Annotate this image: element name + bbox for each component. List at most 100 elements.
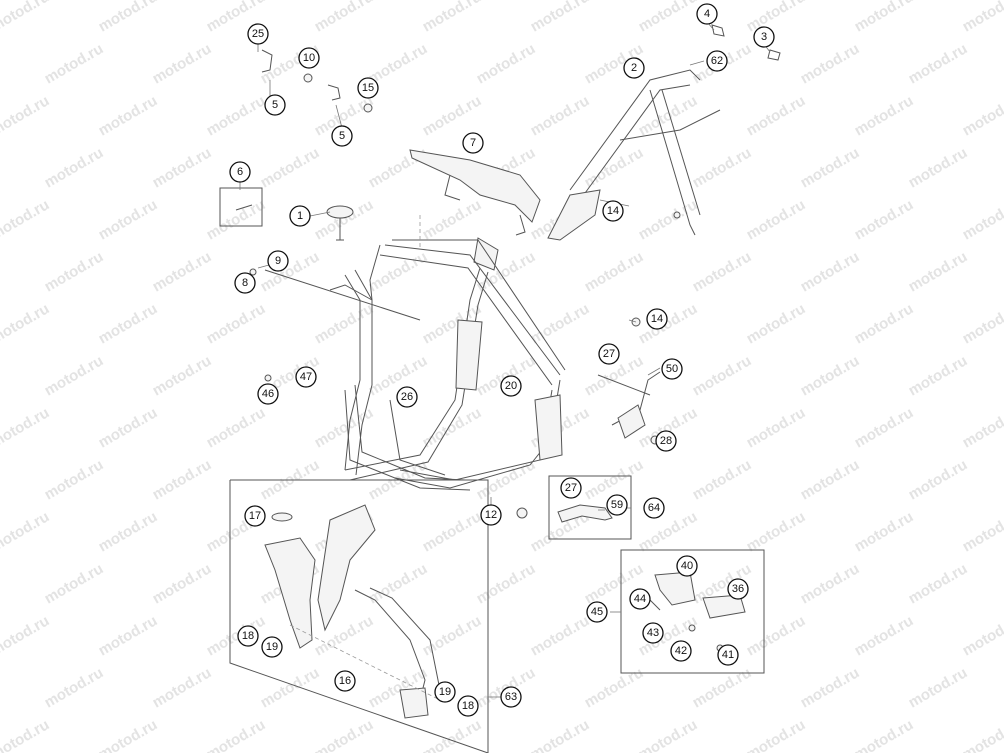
watermark-text: motod.ru xyxy=(906,144,971,191)
callout-36: 36 xyxy=(727,578,749,600)
callout-circle xyxy=(247,23,269,45)
callout-label: 41 xyxy=(722,649,734,661)
box-64 xyxy=(548,475,632,540)
callout-circle xyxy=(298,47,320,69)
watermark-text: motod.ru xyxy=(420,404,485,451)
callout-circle xyxy=(629,588,651,610)
watermark-text: motod.ru xyxy=(0,404,52,451)
callout-circle xyxy=(727,578,749,600)
watermark-text: motod.ru xyxy=(0,0,52,35)
callout-64: 64 xyxy=(643,497,665,519)
watermark-text: motod.ru xyxy=(0,300,52,347)
watermark-text: motod.ru xyxy=(0,716,52,753)
callout-label: 9 xyxy=(275,255,281,267)
callout-19: 19 xyxy=(434,681,456,703)
callout-circle xyxy=(661,358,683,380)
watermark-text: motod.ru xyxy=(312,404,377,451)
callout-circle xyxy=(264,94,286,116)
watermark-text: motod.ru xyxy=(528,300,593,347)
callout-circle xyxy=(500,375,522,397)
watermark-text: motod.ru xyxy=(852,612,917,659)
watermark-text: motod.ru xyxy=(744,92,809,139)
callout-8: 8 xyxy=(234,272,256,294)
callout-circle xyxy=(676,555,698,577)
callout-label: 64 xyxy=(648,502,660,514)
callout-17: 17 xyxy=(244,505,266,527)
callout-label: 6 xyxy=(237,166,243,178)
callout-label: 26 xyxy=(401,391,413,403)
callout-6: 6 xyxy=(229,161,251,183)
callout-circle xyxy=(267,250,289,272)
callout-7: 7 xyxy=(462,132,484,154)
callout-59: 59 xyxy=(606,494,628,516)
callout-label: 16 xyxy=(339,675,351,687)
watermark-text: motod.ru xyxy=(0,508,52,555)
callout-label: 2 xyxy=(631,62,637,74)
callout-circle xyxy=(334,670,356,692)
watermark-text: motod.ru xyxy=(636,0,701,35)
watermark-text: motod.ru xyxy=(528,612,593,659)
watermark-text: motod.ru xyxy=(96,300,161,347)
watermark-text: motod.ru xyxy=(906,40,971,87)
watermark-text: motod.ru xyxy=(420,612,485,659)
callout-45: 45 xyxy=(586,601,608,623)
callout-25: 25 xyxy=(247,23,269,45)
watermark-text: motod.ru xyxy=(150,248,215,295)
callout-circle xyxy=(623,57,645,79)
watermark-text: motod.ru xyxy=(312,0,377,35)
callout-circle xyxy=(331,125,353,147)
watermark-text: motod.ru xyxy=(258,248,323,295)
watermark-text: motod.ru xyxy=(204,92,269,139)
watermark-text: motod.ru xyxy=(0,196,52,243)
callout-circle xyxy=(717,644,739,666)
callout-label: 27 xyxy=(603,348,615,360)
watermark-text: motod.ru xyxy=(150,664,215,711)
callout-label: 43 xyxy=(647,627,659,639)
callout-3: 3 xyxy=(753,26,775,48)
callout-2: 2 xyxy=(623,57,645,79)
callout-41: 41 xyxy=(717,644,739,666)
watermark-text: motod.ru xyxy=(312,196,377,243)
callout-circle xyxy=(643,497,665,519)
watermark-text: motod.ru xyxy=(798,248,863,295)
callout-label: 45 xyxy=(591,606,603,618)
callout-label: 10 xyxy=(303,52,315,64)
callout-label: 12 xyxy=(485,509,497,521)
callout-circle xyxy=(606,494,628,516)
callout-label: 40 xyxy=(681,560,693,572)
box-63 xyxy=(229,479,489,753)
callout-26: 26 xyxy=(396,386,418,408)
callout-14: 14 xyxy=(646,308,668,330)
watermark-text: motod.ru xyxy=(744,612,809,659)
callout-circle xyxy=(480,504,502,526)
callout-circle xyxy=(462,132,484,154)
watermark-text: motod.ru xyxy=(150,40,215,87)
callout-label: 63 xyxy=(505,691,517,703)
callout-42: 42 xyxy=(670,640,692,662)
watermark-text: motod.ru xyxy=(960,404,1004,451)
callout-circle xyxy=(500,686,522,708)
watermark-text: motod.ru xyxy=(204,404,269,451)
callout-label: 5 xyxy=(339,130,345,142)
callout-label: 20 xyxy=(505,380,517,392)
watermark-text: motod.ru xyxy=(528,716,593,753)
watermark-text: motod.ru xyxy=(636,508,701,555)
callout-4: 4 xyxy=(696,3,718,25)
callout-label: 62 xyxy=(711,55,723,67)
watermark-text: motod.ru xyxy=(906,352,971,399)
watermark-text: motod.ru xyxy=(96,196,161,243)
watermark-text: motod.ru xyxy=(42,352,107,399)
watermark-text: motod.ru xyxy=(150,144,215,191)
watermark-text: motod.ru xyxy=(960,196,1004,243)
callout-label: 28 xyxy=(660,435,672,447)
watermark-text: motod.ru xyxy=(744,300,809,347)
callout-label: 5 xyxy=(272,99,278,111)
callout-18: 18 xyxy=(237,625,259,647)
callout-circle xyxy=(670,640,692,662)
callout-5: 5 xyxy=(331,125,353,147)
watermark-text: motod.ru xyxy=(906,560,971,607)
callout-circle xyxy=(586,601,608,623)
callout-18: 18 xyxy=(457,695,479,717)
